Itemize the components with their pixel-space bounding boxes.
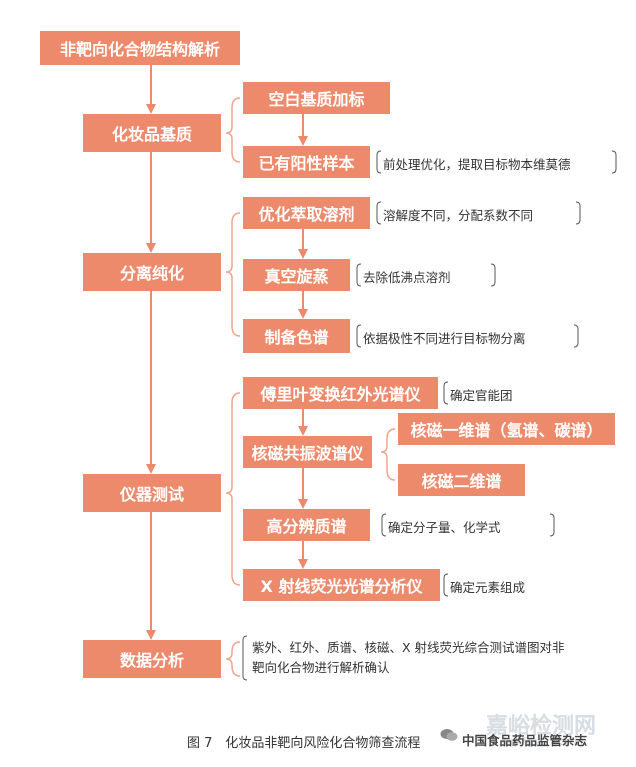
title-box: 非靶向化合物结构解析 — [40, 31, 240, 65]
note-bracket-left-4 — [443, 381, 449, 405]
note-bracket-left-0 — [376, 150, 382, 174]
note-data-analysis: 紫外、红外、质谱、核磁、X 射线荧光综合测试谱图对非靶向化合物进行解析确认 — [252, 640, 565, 675]
item-prep-chromatography: 制备色谱 — [243, 319, 350, 353]
brace-instrument-test — [225, 392, 241, 586]
sub-item-nmr-2d: 核磁二维谱 — [398, 464, 525, 496]
note-bracket-right-0 — [611, 150, 617, 174]
brace-separation — [225, 212, 241, 337]
item-ftir: 傅里叶变换红外光谱仪 — [243, 377, 438, 409]
item-hrms: 高分辨质谱 — [243, 509, 370, 541]
note-bracket-left-1 — [376, 201, 382, 225]
brace-nmr — [380, 428, 396, 481]
watermark-account: 中国食品药品监管杂志 — [462, 733, 588, 748]
note-ftir: 确定官能团 — [450, 388, 513, 403]
watermark-site-url: AnyTesting.com — [500, 735, 588, 748]
brace-data-analysis — [225, 641, 241, 677]
note-bracket-right-1 — [575, 201, 581, 225]
note-bracket-left-6 — [443, 573, 449, 597]
note-bracket-left-5 — [381, 513, 387, 537]
item-vacuum-rotary: 真空旋蒸 — [243, 259, 350, 291]
item-xrf: X 射线荧光光谱分析仪 — [243, 569, 440, 601]
note-prep-chromatography: 依据极性不同进行目标物分离 — [363, 331, 526, 346]
section-box-data-analysis: 数据分析 — [83, 640, 221, 678]
note-bracket-right-2 — [490, 263, 496, 287]
note-bracket-left-2 — [356, 263, 362, 287]
note-hrms: 确定分子量、化学式 — [388, 520, 501, 535]
section-box-separation: 分离纯化 — [83, 253, 221, 291]
watermark-site: 嘉峪检测网 — [486, 714, 597, 739]
wechat-icon — [440, 727, 458, 741]
item-optimize-solvent: 优化萃取溶剂 — [243, 197, 370, 229]
note-bracket-left-7 — [242, 635, 248, 681]
sub-item-nmr-1d: 核磁一维谱（氢谱、碳谱） — [398, 413, 615, 445]
note-bracket-right-3 — [573, 324, 579, 348]
section-box-instrument-test: 仪器测试 — [83, 474, 221, 512]
section-box-cosmetic-matrix: 化妆品基质 — [83, 114, 221, 152]
item-nmr: 核磁共振波谱仪 — [243, 436, 372, 468]
note-bracket-left-3 — [356, 324, 362, 348]
note-bracket-right-5 — [549, 513, 555, 537]
brace-cosmetic-matrix — [225, 97, 241, 163]
note-xrf: 确定元素组成 — [450, 580, 526, 595]
item-blank-matrix-spike: 空白基质加标 — [243, 82, 390, 114]
note-vacuum-rotary: 去除低沸点溶剂 — [363, 270, 451, 285]
note-positive-sample: 前处理优化，提取目标物本维莫德 — [383, 157, 571, 172]
figure-caption: 图 7 化妆品非靶向风险化合物筛查流程 — [187, 736, 421, 751]
item-positive-sample: 已有阳性样本 — [243, 146, 370, 178]
note-optimize-solvent: 溶解度不同，分配系数不同 — [383, 208, 534, 223]
